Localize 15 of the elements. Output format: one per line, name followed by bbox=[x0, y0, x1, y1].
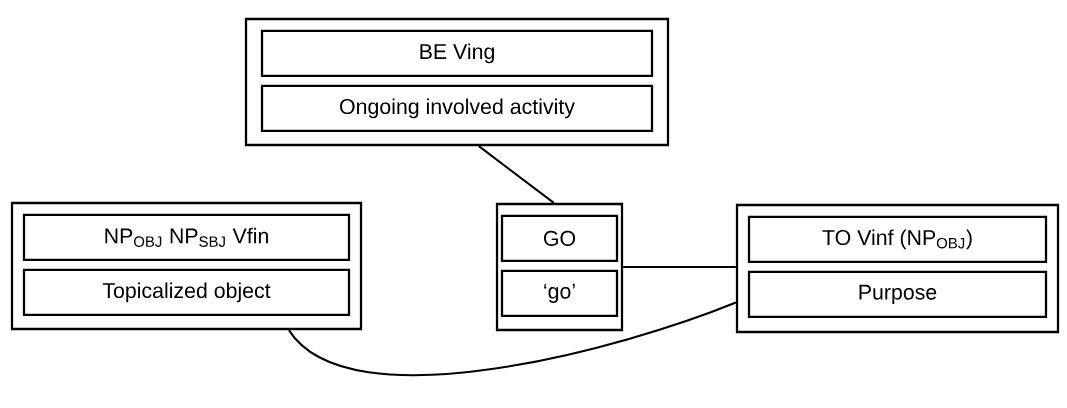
connector-line bbox=[287, 301, 737, 377]
label-box: Purpose bbox=[747, 270, 1048, 318]
label-box: NP$_{OBJ}$ NP$_{SBJ}$ Vfin bbox=[22, 213, 351, 261]
frame-box bbox=[10, 201, 363, 331]
connector-line bbox=[477, 145, 555, 204]
frame-box bbox=[735, 203, 1060, 334]
label-box: Topicalized object bbox=[22, 268, 351, 316]
label-box: GO bbox=[500, 214, 619, 262]
frame-box bbox=[244, 17, 670, 147]
label-box: BE Ving bbox=[260, 29, 654, 77]
connector-line bbox=[622, 266, 737, 268]
label-box: Ongoing involved activity bbox=[260, 84, 654, 132]
frame-box bbox=[495, 202, 624, 332]
label-box: ‘go’ bbox=[500, 269, 619, 317]
label-box: TO Vinf (NP$_{OBJ}$) bbox=[747, 215, 1048, 263]
